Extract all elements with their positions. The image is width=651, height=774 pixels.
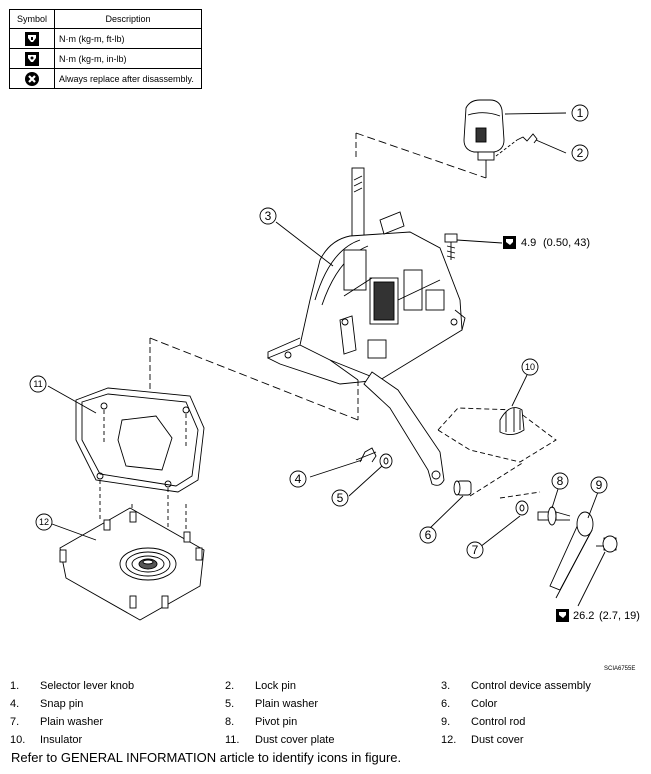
- torque-value-1: 4.9: [521, 237, 536, 249]
- callout-circle-1: [571, 104, 589, 122]
- torque-wrench-icon: [25, 31, 39, 46]
- symbol-row: N·m (kg-m, ft-lb): [9, 28, 202, 49]
- callout-circle-8: [551, 472, 569, 490]
- callout-1: 1: [577, 106, 584, 120]
- torque-units-1: (0.50, 43): [543, 237, 590, 249]
- callout-10: 10: [525, 362, 535, 372]
- callout-8: 8: [557, 474, 564, 488]
- callout-9: 9: [596, 478, 603, 492]
- callout-4: 4: [295, 472, 302, 486]
- callout-circle-4: [289, 470, 307, 488]
- lock-nut: [596, 535, 618, 553]
- symbol-description: N·m (kg-m, ft-lb): [54, 28, 202, 49]
- control-rod: [549, 511, 594, 599]
- plain-washer-5: [379, 453, 393, 469]
- callout-5: 5: [337, 491, 344, 505]
- callout-circle-11: [29, 375, 47, 393]
- figure-id: SCIA6755E: [604, 666, 635, 672]
- symbol-description: Always replace after disassembly.: [54, 68, 202, 89]
- symbol-row: Always replace after disassembly.: [9, 68, 202, 89]
- lock-pin: [516, 133, 538, 144]
- snap-pin: [355, 447, 377, 463]
- callout-12: 12: [39, 517, 49, 527]
- torque-wrench-inch-icon: [25, 51, 39, 66]
- insulator: [499, 407, 525, 435]
- torque-spec-bolt: 4.9 (0.50, 43): [503, 236, 590, 249]
- callout-circle-3: [259, 207, 277, 225]
- callout-circle-12: [35, 513, 53, 531]
- dust-cover: [59, 507, 205, 621]
- symbol-description: N·m (kg-m, in-lb): [54, 48, 202, 69]
- mounting-bolt: [444, 233, 458, 260]
- collar: [453, 480, 472, 496]
- callout-3: 3: [265, 209, 272, 223]
- symbol-column-header: Symbol: [9, 9, 55, 29]
- callout-circle-10: [521, 358, 539, 376]
- callout-circle-2: [571, 144, 589, 162]
- torque-value-2: 26.2: [573, 610, 594, 622]
- torque-units-2: (2.7, 19): [599, 610, 640, 622]
- callout-circle-7: [466, 541, 484, 559]
- callout-2: 2: [577, 146, 584, 160]
- exploded-parts-diagram: 1 2 3 4 5 6 7 8 9 10 11 12 4.9 (0.50, 43…: [29, 99, 640, 672]
- symbol-legend-table: Symbol Description N·m (kg-m, ft-lb) N·m…: [9, 9, 202, 89]
- symbol-row: N·m (kg-m, in-lb): [9, 48, 202, 69]
- plain-washer-7: [515, 500, 529, 516]
- callout-6: 6: [425, 528, 432, 542]
- description-column-header: Description: [54, 9, 202, 29]
- control-device-assembly: [266, 211, 466, 385]
- selector-lever-knob: [463, 99, 505, 161]
- callout-7: 7: [472, 543, 479, 557]
- always-replace-icon: [25, 71, 39, 86]
- callout-11: 11: [33, 379, 42, 389]
- pivot-pin: [537, 506, 571, 526]
- footer-note: Refer to GENERAL INFORMATION article to …: [11, 750, 402, 765]
- dust-cover-plate: [75, 387, 205, 493]
- callout-circle-5: [331, 489, 349, 507]
- callout-circle-6: [419, 526, 437, 544]
- control-lever-arm: [363, 371, 445, 486]
- callout-circle-9: [590, 476, 608, 494]
- torque-spec-nut: 26.2 (2.7, 19): [556, 609, 640, 622]
